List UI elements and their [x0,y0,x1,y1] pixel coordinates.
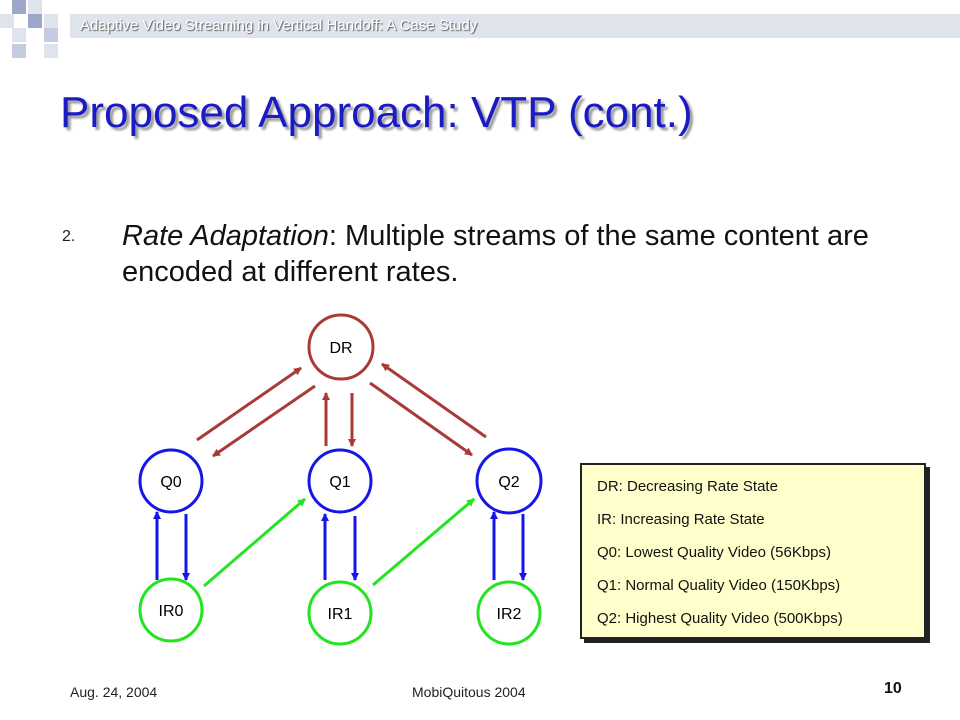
decor-square [12,44,26,58]
arrow-dr-to-q0 [212,384,316,458]
node-dr: DR [307,313,375,381]
legend-item-ir: IR: Increasing Rate State [597,511,765,528]
header-title: Adaptive Video Streaming in Vertical Han… [80,17,478,34]
decor-square [28,0,42,14]
bullet-text: Rate Adaptation: Multiple streams of the… [122,218,882,290]
footer-date: Aug. 24, 2004 [70,684,158,700]
decor-square [0,14,14,28]
decor-square [12,0,26,14]
arrow-ir0-to-q1 [203,497,306,588]
decor-square [44,14,58,28]
arrow-ir1-to-q2 [372,497,475,587]
node-ir0-label: IR0 [159,603,184,620]
node-q0: Q0 [138,448,204,514]
arrow-q2-to-dr [381,362,487,439]
node-ir0: IR0 [138,577,204,643]
footer-conference: MobiQuitous 2004 [412,684,526,700]
bullet-body: : Multiple streams of the same content a… [122,220,869,288]
decor-square [28,14,42,28]
arrow-q0-to-dr [196,366,302,442]
node-q2-label: Q2 [498,474,519,491]
arrow-dr-to-q2 [369,381,473,457]
decor-square [44,44,58,58]
bullet-number: 2. [62,228,76,245]
legend-box: DR: Decreasing Rate State IR: Increasing… [580,463,926,639]
legend-item-q0: Q0: Lowest Quality Video (56Kbps) [597,544,832,561]
header-bar [70,14,960,38]
decor-square [44,28,58,42]
bullet-term: Rate Adaptation [122,220,329,252]
page-number: 10 [884,680,902,697]
legend-item-dr: DR: Decreasing Rate State [597,478,778,495]
legend-item-q1: Q1: Normal Quality Video (150Kbps) [597,577,841,594]
node-ir1: IR1 [307,580,373,646]
node-q2: Q2 [475,447,543,515]
node-q1: Q1 [307,448,373,514]
node-ir2: IR2 [476,580,542,646]
legend-item-q2: Q2: Highest Quality Video (500Kbps) [597,610,843,627]
decor-square [12,28,26,42]
node-dr-label: DR [329,340,352,357]
node-ir1-label: IR1 [328,606,353,623]
node-ir2-label: IR2 [497,606,522,623]
slide-title: Proposed Approach: VTP (cont.) [60,88,693,137]
node-q0-label: Q0 [160,474,181,491]
node-q1-label: Q1 [329,474,350,491]
